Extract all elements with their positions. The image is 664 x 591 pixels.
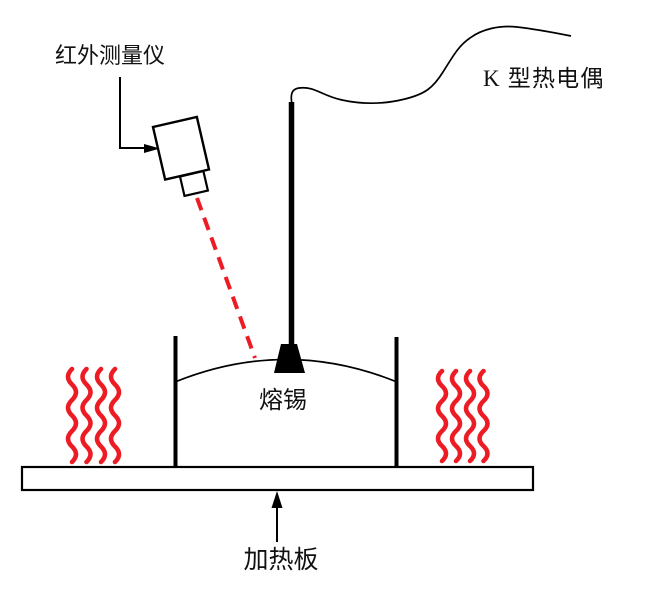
heat-wave [477,368,490,464]
heat-waves-left [65,366,122,465]
infrared-sensor-body [151,115,211,182]
heat-wave [94,366,108,465]
heating-plate-arrowhead [271,491,283,508]
infrared-beam-dashed-line [195,197,257,359]
heat-wave [65,366,79,465]
heat-wave [108,366,122,465]
heating-plate [20,465,535,492]
heat-wave [435,368,449,464]
infrared-pointer-line [119,77,145,149]
infrared-pointer-arrowhead [144,144,160,153]
thermocouple-label: K 型热电偶 [483,66,605,91]
heat-wave [463,368,477,464]
infrared-meter-label: 红外测量仪 [55,43,165,68]
heat-wave [449,368,463,464]
heat-wave [80,366,93,465]
infrared-sensor-nozzle [178,169,210,198]
heat-waves-right [435,368,490,464]
thermocouple-tip-cone [274,344,305,373]
thermocouple-wire [290,25,572,105]
solder-label: 熔锡 [259,387,307,414]
solder-dome-arc [174,358,398,383]
heating-plate-label: 加热板 [243,546,318,574]
